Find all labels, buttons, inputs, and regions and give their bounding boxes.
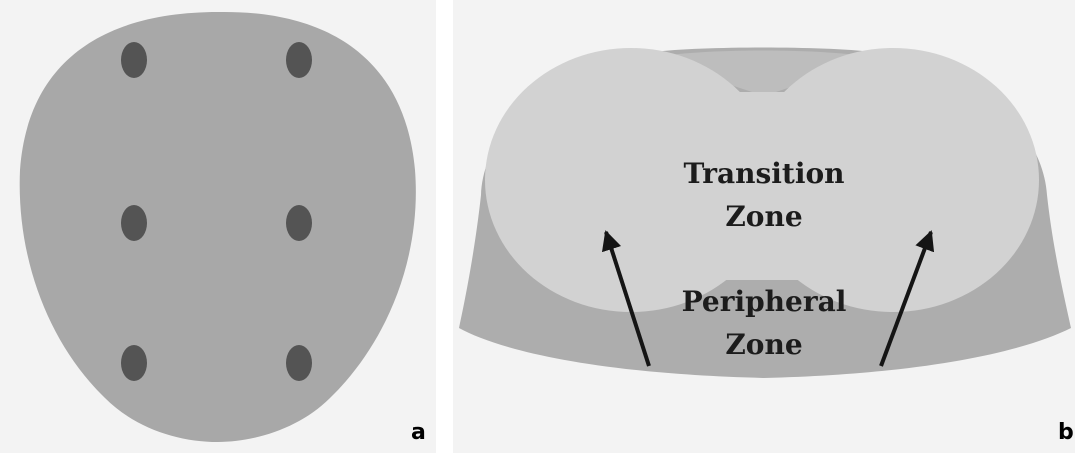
peripheral-zone-label-line1: Peripheral <box>664 288 864 316</box>
peripheral-zone-label-line2: Zone <box>664 331 864 359</box>
biopsy-core <box>286 205 312 241</box>
biopsy-core <box>121 205 147 241</box>
panel-label-a: a <box>411 422 426 444</box>
transition-zone-label-line1: Transition <box>664 160 864 188</box>
panel-label-b: b <box>1058 422 1074 444</box>
panel-a: a <box>0 0 436 453</box>
transition-zone-label-line2: Zone <box>664 203 864 231</box>
biopsy-core <box>121 345 147 381</box>
biopsy-core <box>121 42 147 78</box>
panel-a-figure <box>0 0 436 453</box>
panel-b: Transition Zone Peripheral Zone b <box>453 0 1075 453</box>
biopsy-core <box>286 345 312 381</box>
biopsy-core <box>286 42 312 78</box>
